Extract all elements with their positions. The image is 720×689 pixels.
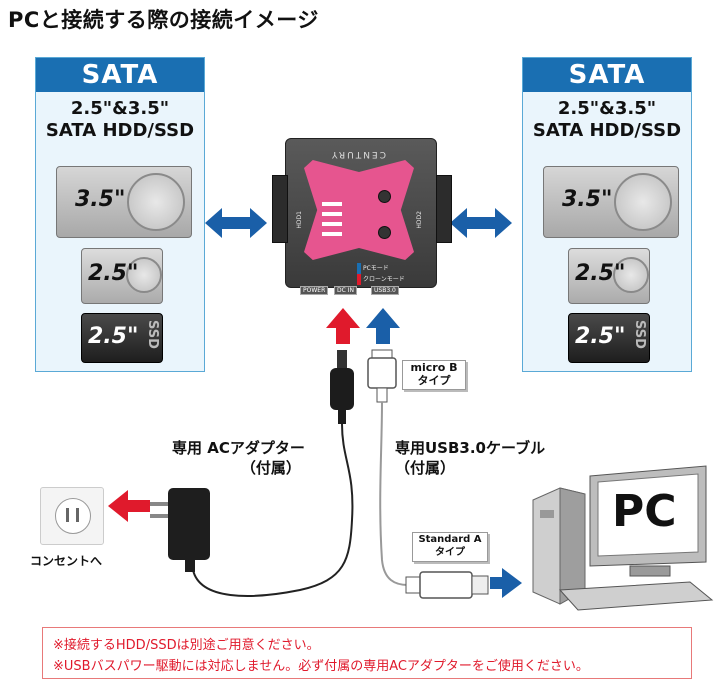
- right-double-arrow-icon: [450, 208, 512, 238]
- pc-mode-label: PCモード: [363, 265, 389, 272]
- outlet-slot: [76, 508, 79, 522]
- micro-b-connector-icon: [367, 349, 397, 403]
- led-indicator: [322, 202, 342, 206]
- cable-caption: 専用USB3.0ケーブル （付属）: [395, 438, 545, 478]
- outlet-face: [55, 498, 91, 534]
- usb-port-label: USB3.0: [371, 286, 399, 295]
- right-hdd-2-5: 2.5": [568, 248, 650, 304]
- left-panel-subtitle-line2: SATA HDD/SSD: [45, 120, 195, 141]
- pc-label: PC: [612, 486, 677, 537]
- left-hdd-2-5-label: 2.5": [88, 261, 139, 286]
- standard-a-label-line1: Standard A: [418, 534, 482, 545]
- notice-box: ※接続するHDD/SSDは別途ご用意ください。 ※USBバスパワー駆動には対応し…: [42, 627, 692, 679]
- outlet-caption: コンセントへ: [30, 554, 103, 568]
- platter-icon: [126, 257, 162, 293]
- left-ssd-tag: SSD: [145, 320, 160, 349]
- cable-caption-line1: 専用USB3.0ケーブル: [395, 439, 546, 457]
- left-port-label: HDD1: [296, 211, 303, 229]
- keyboard-icon: [558, 581, 714, 611]
- cable-caption-line2: （付属）: [395, 459, 456, 477]
- right-ssd-label: 2.5": [575, 324, 626, 349]
- mode-led-strip: [357, 263, 361, 285]
- clone-mode-label: クローンモード: [363, 276, 405, 283]
- micro-b-label-line1: micro B: [410, 361, 458, 374]
- right-hdd-3-5: 3.5": [543, 166, 679, 238]
- outlet-left-arrow-icon: [108, 490, 150, 522]
- right-panel-subtitle-line2: SATA HDD/SSD: [532, 120, 682, 141]
- platter-icon: [127, 173, 185, 231]
- left-sata-port: [272, 175, 288, 243]
- pc-monitor-icon: [589, 465, 707, 577]
- left-sata-panel: SATA 2.5"&3.5" SATA HDD/SSD 3.5" 2.5" 2.…: [35, 57, 205, 372]
- adapter-caption-line2: （付属）: [240, 459, 301, 477]
- right-ssd-tag: SSD: [632, 320, 647, 349]
- left-hdd-3-5: 3.5": [56, 166, 192, 238]
- wall-outlet-icon: [40, 487, 104, 545]
- left-panel-subtitle-line1: 2.5"&3.5": [70, 98, 170, 119]
- power-port-label: POWER: [300, 286, 329, 295]
- left-hdd-2-5: 2.5": [81, 248, 163, 304]
- device-accent-panel: [304, 160, 414, 260]
- right-ssd-2-5: 2.5" SSD: [568, 313, 650, 363]
- dc-plug-icon: [330, 350, 354, 424]
- platter-icon: [613, 257, 649, 293]
- standard-a-label-line2: タイプ: [435, 547, 465, 558]
- adapter-caption-line1: 専用 ACアダプター: [172, 439, 305, 457]
- right-panel-subtitle-line1: 2.5"&3.5": [557, 98, 657, 119]
- right-panel-subtitle: 2.5"&3.5" SATA HDD/SSD: [523, 98, 691, 142]
- led-indicator: [322, 212, 342, 216]
- ac-adapter-cable: [192, 423, 354, 597]
- micro-b-label-line2: タイプ: [417, 374, 451, 387]
- left-panel-subtitle: 2.5"&3.5" SATA HDD/SSD: [36, 98, 204, 142]
- right-sata-port: [436, 175, 452, 243]
- pc-right-arrow-icon: [490, 568, 522, 598]
- platter-icon: [614, 173, 672, 231]
- right-port-label: HDD2: [416, 211, 423, 229]
- right-hdd-2-5-label: 2.5": [575, 261, 626, 286]
- usb-up-arrow-icon: [366, 308, 400, 344]
- clone-button: [378, 226, 391, 239]
- power-up-arrow-icon: [326, 308, 360, 344]
- micro-b-label: micro B タイプ: [402, 360, 466, 390]
- left-double-arrow-icon: [205, 208, 267, 238]
- right-panel-header: SATA: [523, 58, 691, 92]
- mode-button: [378, 190, 391, 203]
- notice-line-1: ※接続するHDD/SSDは別途ご用意ください。: [53, 638, 320, 653]
- device-brand: CENTURY: [330, 149, 386, 159]
- adapter-caption: 専用 ACアダプター （付属）: [172, 438, 305, 478]
- left-hdd-3-5-label: 3.5": [75, 187, 126, 212]
- standard-a-label: Standard A タイプ: [412, 532, 488, 562]
- left-ssd-2-5: 2.5" SSD: [81, 313, 163, 363]
- left-ssd-label: 2.5": [88, 324, 139, 349]
- dcin-port-label: DC IN: [334, 286, 357, 295]
- left-panel-header: SATA: [36, 58, 204, 92]
- right-hdd-3-5-label: 3.5": [562, 187, 613, 212]
- right-sata-panel: SATA 2.5"&3.5" SATA HDD/SSD 3.5" 2.5" 2.…: [522, 57, 692, 372]
- led-indicator: [322, 232, 342, 236]
- notice-line-2: ※USBバスパワー駆動には対応しません。必ず付属の専用ACアダプターをご使用くだ…: [53, 659, 589, 674]
- led-indicator: [322, 222, 342, 226]
- usb-cable: [379, 401, 409, 586]
- pc-tower-icon: [532, 487, 586, 605]
- ac-adapter-icon: [150, 488, 210, 572]
- page-title: PCと接続する際の接続イメージ: [8, 8, 319, 32]
- outlet-slot: [66, 508, 69, 522]
- standard-a-connector-icon: [405, 571, 489, 599]
